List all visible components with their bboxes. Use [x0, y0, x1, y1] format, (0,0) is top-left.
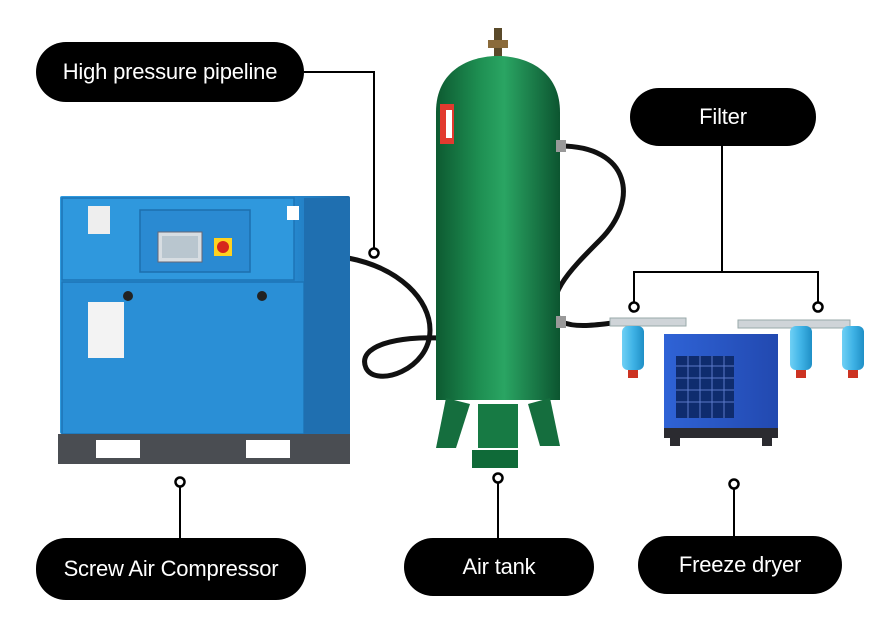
freeze-dryer [664, 334, 778, 446]
leader-dots [174, 247, 824, 490]
filter-label: Filter [630, 88, 816, 146]
air-tank [436, 28, 566, 468]
screw-air-compressor-label: Screw Air Compressor [36, 538, 306, 600]
freeze-dryer-label: Freeze dryer [638, 536, 842, 594]
high-pressure-pipeline-label: High pressure pipeline [36, 42, 304, 102]
leader-lines [179, 71, 819, 538]
screw-air-compressor [58, 196, 350, 464]
air-tank-label: Air tank [404, 538, 594, 596]
filters [609, 317, 864, 378]
hoses [345, 143, 629, 379]
